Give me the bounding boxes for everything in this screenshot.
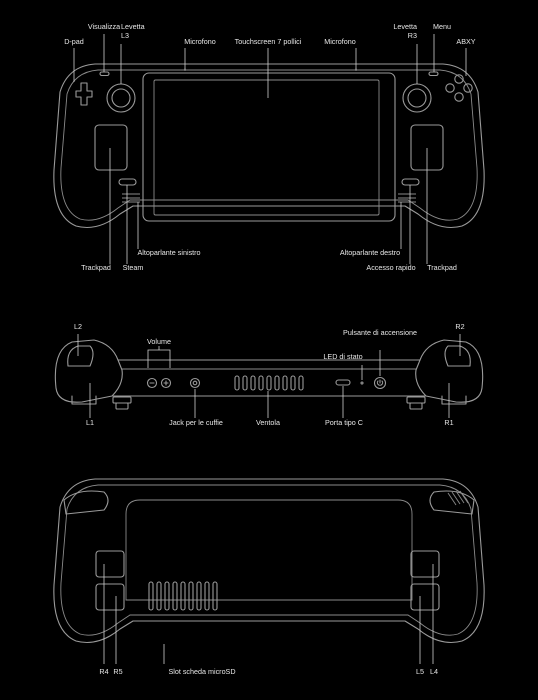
- front-view: [53, 63, 485, 229]
- label-l5: L5: [416, 667, 424, 676]
- label-ventola: Ventola: [256, 418, 280, 427]
- label-steam: Steam: [123, 263, 144, 272]
- label-altoparlante-sinistro: Altoparlante sinistro: [137, 248, 200, 257]
- back-labels: R4 R5 Slot scheda microSD L5 L4: [99, 667, 438, 676]
- front-labels: Visualizza Levetta L3 D-pad Microfono To…: [64, 22, 476, 272]
- label-levetta-r3-line2: R3: [408, 31, 417, 40]
- label-levetta-l3-line2: L3: [121, 31, 129, 40]
- label-dpad: D-pad: [64, 37, 84, 46]
- top-leader-lines: [77, 334, 461, 418]
- label-menu: Menu: [433, 22, 451, 31]
- label-trackpad-right: Trackpad: [427, 263, 457, 272]
- label-microfono-right: Microfono: [324, 37, 356, 46]
- label-l1: L1: [86, 418, 94, 427]
- label-levetta-r3-line1: Levetta: [393, 22, 417, 31]
- label-touchscreen: Touchscreen 7 pollici: [235, 37, 302, 46]
- label-levetta-l3-line1: Levetta: [121, 22, 145, 31]
- label-slot-microsd: Slot scheda microSD: [168, 667, 235, 676]
- label-l2: L2: [74, 322, 82, 331]
- label-l4: L4: [430, 667, 438, 676]
- top-view: [54, 339, 484, 410]
- label-trackpad-left: Trackpad: [81, 263, 111, 272]
- label-led-stato: LED di stato: [323, 352, 362, 361]
- label-abxy: ABXY: [456, 37, 475, 46]
- label-r1: R1: [444, 418, 453, 427]
- label-jack-cuffie: Jack per le cuffie: [169, 418, 223, 427]
- label-volume: Volume: [147, 337, 171, 346]
- back-view: [53, 478, 485, 644]
- front-leader-lines: [73, 34, 467, 264]
- back-leader-lines: [103, 564, 434, 664]
- label-pulsante-accensione: Pulsante di accensione: [343, 328, 417, 337]
- label-r4: R4: [99, 667, 108, 676]
- label-r5: R5: [113, 667, 122, 676]
- label-microfono-left: Microfono: [184, 37, 216, 46]
- label-accesso-rapido: Accesso rapido: [366, 263, 415, 272]
- label-visualizza: Visualizza: [88, 22, 120, 31]
- label-porta-tipo-c: Porta tipo C: [325, 418, 363, 427]
- label-r2: R2: [455, 322, 464, 331]
- top-labels: L2 R2 Volume Pulsante di accensione LED …: [74, 322, 465, 427]
- label-altoparlante-destro: Altoparlante destro: [340, 248, 400, 257]
